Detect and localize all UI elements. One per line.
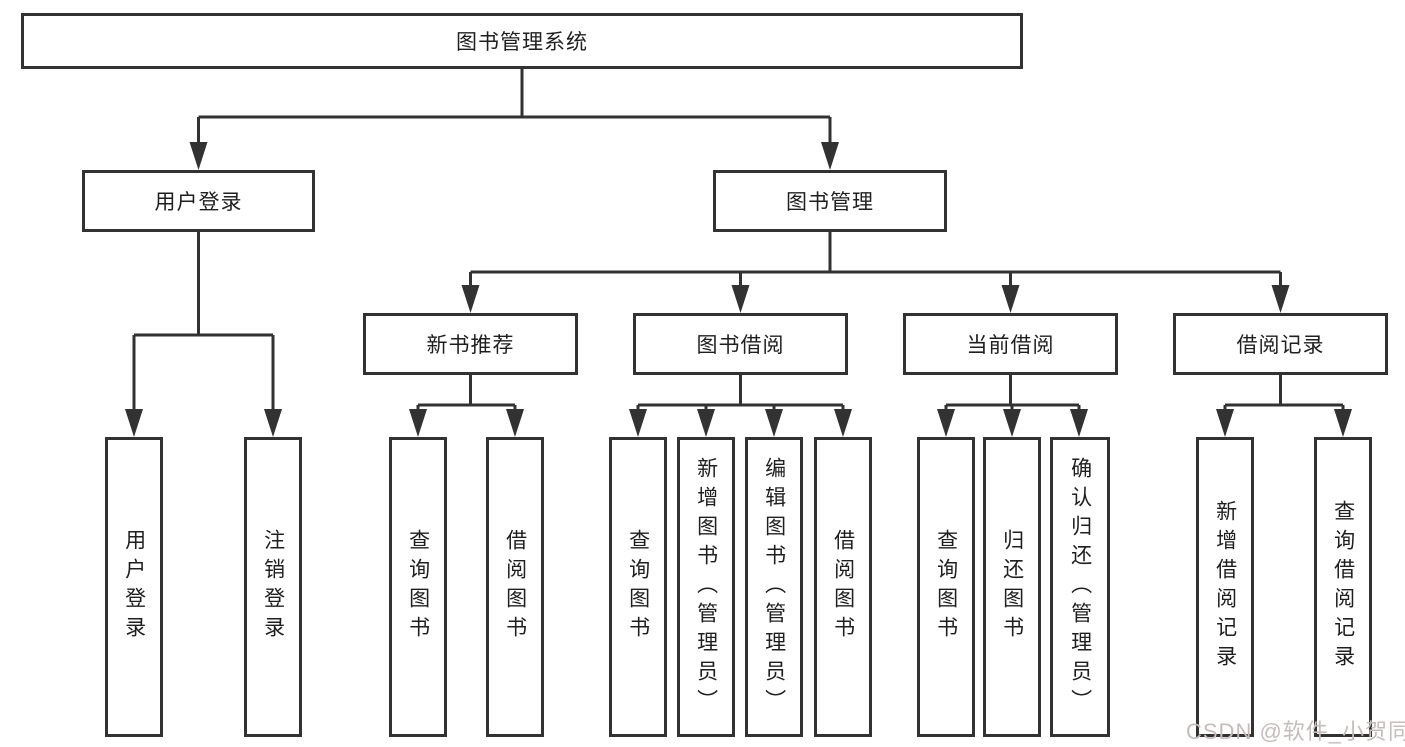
node-leaf-edit-book-admin: 编辑图书（管理员） — [745, 437, 803, 737]
node-borrow-record-label: 借阅记录 — [1236, 334, 1325, 357]
node-leaf-borrow-book-2: 借阅图书 — [814, 437, 872, 737]
node-leaf-borrow-book-1-label: 借阅图书 — [503, 529, 527, 645]
node-leaf-query-book-2: 查询图书 — [609, 437, 667, 737]
node-book-management-label: 图书管理 — [786, 191, 874, 214]
node-leaf-user-login-label: 用户登录 — [122, 529, 146, 645]
node-new-book-recommend: 新书推荐 — [363, 313, 578, 375]
node-leaf-query-borrow-record: 查询借阅记录 — [1314, 437, 1372, 737]
node-leaf-borrow-book-2-label: 借阅图书 — [831, 529, 855, 645]
node-leaf-query-book-1-label: 查询图书 — [406, 529, 430, 645]
node-leaf-confirm-return-admin-label: 确认归还（管理员） — [1068, 456, 1092, 718]
node-book-borrow-label: 图书借阅 — [696, 334, 785, 357]
node-leaf-query-borrow-record-label: 查询借阅记录 — [1331, 500, 1355, 674]
node-borrow-record: 借阅记录 — [1173, 313, 1388, 375]
node-leaf-borrow-book-1: 借阅图书 — [486, 437, 544, 737]
edge-new-book-children — [409, 375, 524, 437]
edge-current-borrow-children — [937, 375, 1088, 437]
node-leaf-return-book: 归还图书 — [983, 437, 1041, 737]
node-leaf-add-book-admin: 新增图书（管理员） — [677, 437, 735, 737]
node-leaf-add-book-admin-label: 新增图书（管理员） — [694, 456, 718, 718]
edge-user-login-children — [125, 232, 282, 437]
edge-root-to-level2 — [189, 69, 839, 170]
node-current-borrow-label: 当前借阅 — [966, 334, 1055, 357]
node-book-borrow: 图书借阅 — [633, 313, 848, 375]
edge-borrow-record-children — [1216, 375, 1352, 437]
edge-book-mgmt-to-level3 — [461, 232, 1290, 313]
node-root-system: 图书管理系统 — [21, 13, 1023, 69]
node-leaf-query-book-3: 查询图书 — [917, 437, 975, 737]
node-book-management: 图书管理 — [713, 170, 947, 232]
node-leaf-user-login: 用户登录 — [105, 437, 163, 737]
node-leaf-query-book-3-label: 查询图书 — [934, 529, 958, 645]
csdn-watermark: CSDN @软件_小贺同学 — [1186, 719, 1405, 744]
node-leaf-add-borrow-record: 新增借阅记录 — [1196, 437, 1254, 737]
node-leaf-logout-label: 注销登录 — [261, 529, 285, 645]
node-root-system-label: 图书管理系统 — [456, 31, 588, 54]
node-leaf-confirm-return-admin: 确认归还（管理员） — [1050, 437, 1110, 737]
node-leaf-edit-book-admin-label: 编辑图书（管理员） — [762, 456, 786, 718]
node-leaf-logout: 注销登录 — [244, 437, 302, 737]
edge-book-borrow-children — [629, 375, 852, 437]
node-leaf-add-borrow-record-label: 新增借阅记录 — [1213, 500, 1237, 674]
node-new-book-recommend-label: 新书推荐 — [426, 334, 515, 357]
node-user-login: 用户登录 — [82, 170, 315, 232]
node-user-login-label: 用户登录 — [154, 191, 243, 214]
node-leaf-return-book-label: 归还图书 — [1000, 529, 1024, 645]
node-leaf-query-book-2-label: 查询图书 — [626, 529, 650, 645]
node-current-borrow: 当前借阅 — [903, 313, 1118, 375]
node-leaf-query-book-1: 查询图书 — [389, 437, 447, 737]
